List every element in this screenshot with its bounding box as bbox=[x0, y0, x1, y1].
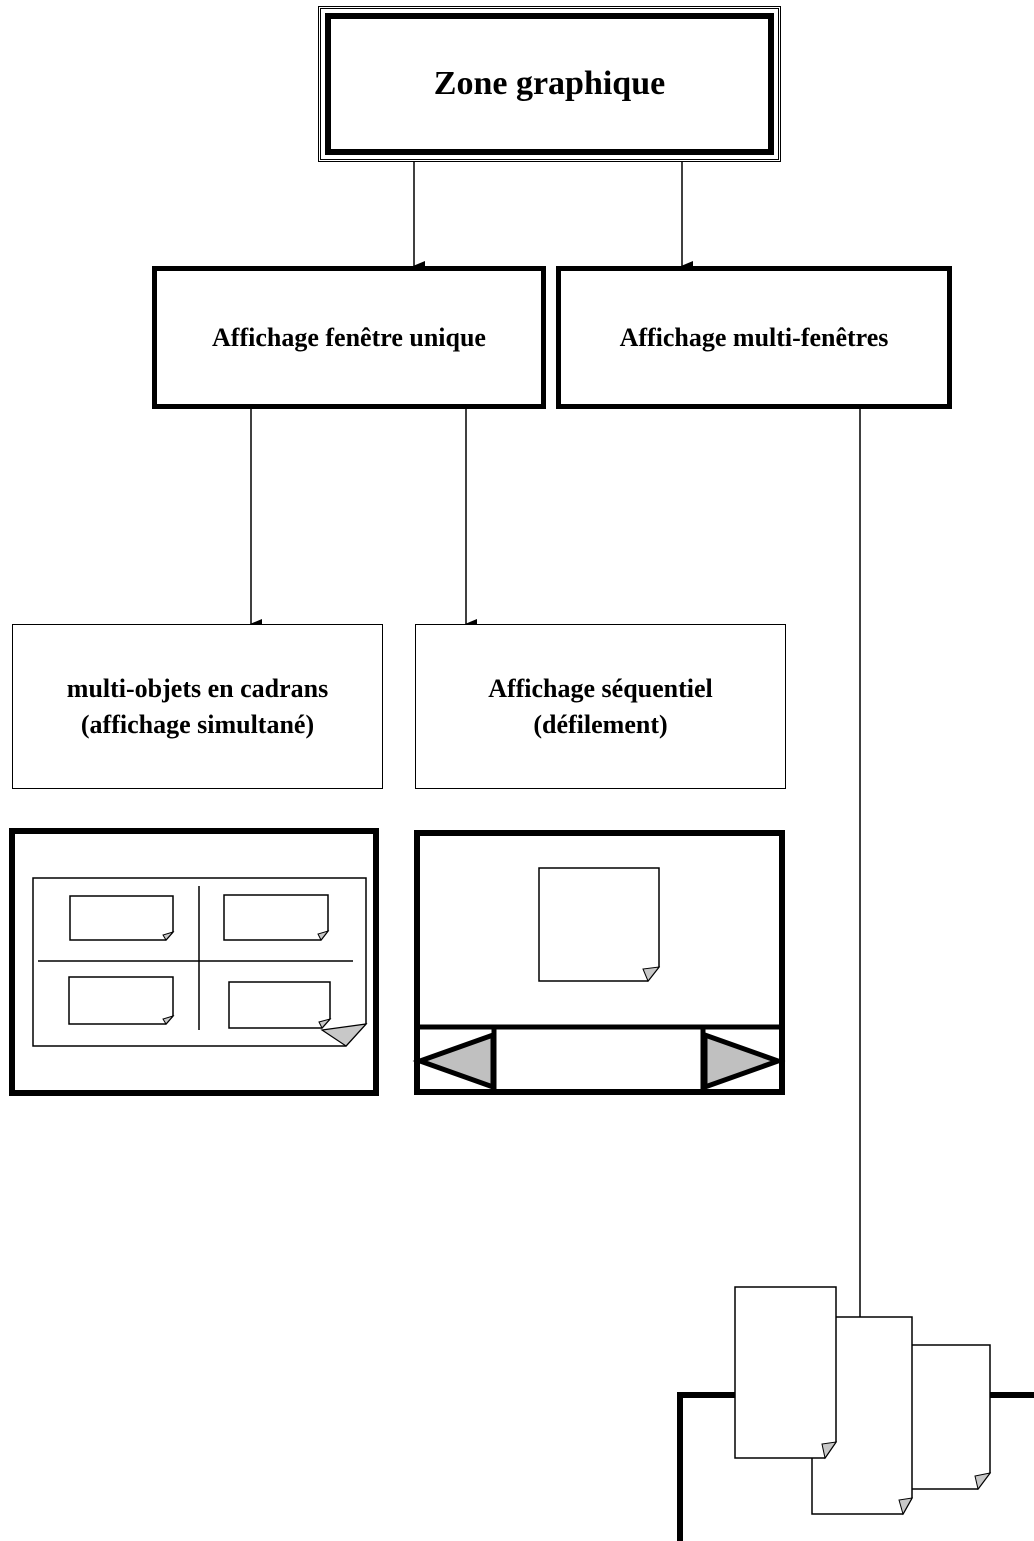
page-icon bbox=[68, 976, 175, 1025]
node-multi-objets-en-cadrans: multi-objets en cadrans (affichage simul… bbox=[12, 624, 383, 789]
node-label-line2: (défilement) bbox=[533, 709, 668, 739]
node-label: Affichage fenêtre unique bbox=[212, 322, 486, 352]
node-label-line1: Affichage séquentiel bbox=[488, 674, 713, 704]
scroll-left-arrow-icon bbox=[412, 1031, 496, 1091]
node-affichage-fenetre-unique: Affichage fenêtre unique bbox=[152, 266, 546, 409]
page-icon bbox=[223, 894, 330, 941]
stacked-page-icon bbox=[887, 1344, 992, 1491]
page-icon bbox=[538, 867, 661, 982]
node-label-line1: multi-objets en cadrans bbox=[66, 674, 329, 704]
stacked-page-icon bbox=[811, 1316, 913, 1516]
node-label: Affichage multi-fenêtres bbox=[619, 322, 889, 352]
page-icon bbox=[228, 981, 332, 1029]
scroll-right-arrow-icon bbox=[702, 1031, 786, 1091]
node-affichage-multi-fenetres: Affichage multi-fenêtres bbox=[556, 266, 952, 409]
quadrants-illustration bbox=[9, 828, 379, 1096]
connectors bbox=[250, 148, 871, 1396]
node-label-line2: (affichage simultané) bbox=[80, 709, 315, 739]
quadrants-sheet-fold-icon bbox=[320, 1023, 368, 1047]
page-icon bbox=[69, 895, 175, 941]
node-affichage-sequentiel: Affichage séquentiel (défilement) bbox=[415, 624, 786, 789]
root-node-zone-graphique: Zone graphique bbox=[318, 6, 781, 162]
sequential-illustration bbox=[412, 830, 786, 1095]
stacked-page-icon bbox=[734, 1286, 838, 1460]
multi-window-illustration bbox=[677, 1286, 1034, 1541]
root-node-label: Zone graphique bbox=[325, 13, 774, 155]
